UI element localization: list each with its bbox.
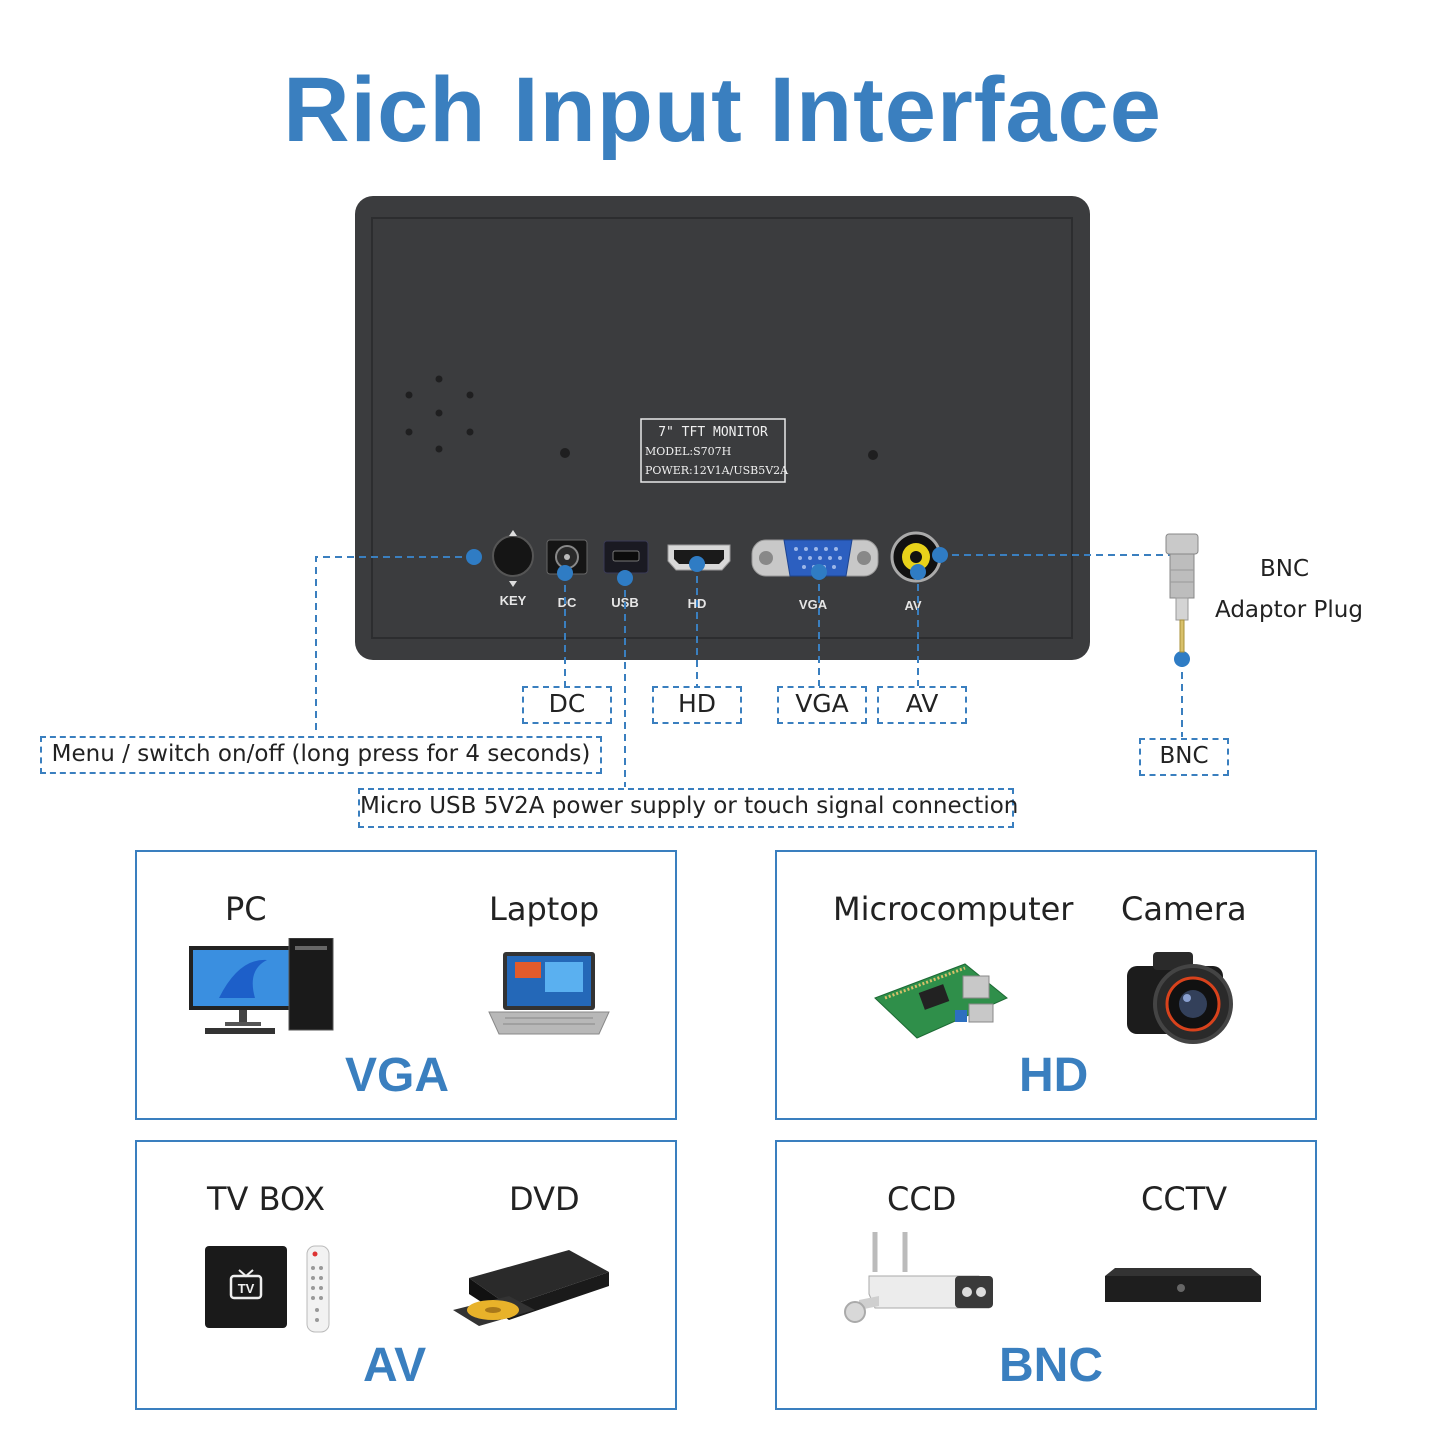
model-label-line2: MODEL:S707H xyxy=(645,445,731,458)
panel-bnc: CCD CCTV BNC xyxy=(775,1140,1317,1410)
svg-text:TV: TV xyxy=(238,1281,255,1296)
ccd-camera-icon xyxy=(844,1232,993,1323)
key-button xyxy=(492,530,534,587)
device-name-pc: PC xyxy=(225,890,267,928)
callout-av: AV xyxy=(877,686,967,724)
callout-usb: Micro USB 5V2A power supply or touch sig… xyxy=(358,788,1018,828)
model-label-line3: POWER:12V1A/USB5V2A xyxy=(645,464,789,477)
vga-port xyxy=(751,539,879,577)
device-name-cctv: CCTV xyxy=(1141,1180,1228,1218)
port-label-vga: VGA xyxy=(799,597,828,612)
laptop-icon xyxy=(488,952,610,1035)
screw-hole-left xyxy=(560,448,570,458)
panel-hd: Microcomputer Camera HD xyxy=(775,850,1317,1120)
screw-hole-right xyxy=(868,450,878,460)
dvd-icon xyxy=(453,1250,609,1326)
interface-label-av: AV xyxy=(363,1339,427,1392)
panel-vga: PC Laptop VGA xyxy=(135,850,677,1120)
callout-hd: HD xyxy=(652,686,742,724)
tv-box-icon: TV xyxy=(205,1245,330,1333)
callout-vga: VGA xyxy=(777,686,867,724)
bnc-adaptor-label-line1: BNC xyxy=(1260,556,1310,582)
bnc-adaptor-plug xyxy=(1165,533,1199,653)
usb-port xyxy=(603,540,649,574)
bnc-adaptor-label-line2: Adaptor Plug xyxy=(1215,597,1363,623)
interface-label-bnc: BNC xyxy=(999,1339,1103,1392)
device-name-laptop: Laptop xyxy=(489,890,600,928)
microcomputer-icon xyxy=(874,963,1008,1039)
callout-dc: DC xyxy=(522,686,612,724)
model-label-line1: 7" TFT MONITOR xyxy=(658,425,768,440)
interface-label-hd: HD xyxy=(1019,1049,1089,1102)
page-title: Rich Input Interface xyxy=(283,59,1162,161)
leader-lines xyxy=(315,554,1183,787)
device-name-microcomputer: Microcomputer xyxy=(833,890,1074,928)
callout-bnc: BNC xyxy=(1139,738,1229,776)
device-name-tv-box: TV BOX xyxy=(207,1180,326,1218)
model-label xyxy=(640,418,786,483)
device-name-dvd: DVD xyxy=(509,1180,580,1218)
port-label-av: AV xyxy=(904,598,921,613)
panel-av: TV BOX DVD TV AV xyxy=(135,1140,677,1410)
speaker-grille xyxy=(405,375,474,453)
device-name-ccd: CCD xyxy=(887,1180,957,1218)
port-label-key: KEY xyxy=(500,593,527,608)
pc-icon xyxy=(189,938,334,1034)
dc-port xyxy=(546,539,588,575)
callout-menu: Menu / switch on/off (long press for 4 s… xyxy=(40,736,602,774)
camera-icon xyxy=(1127,952,1233,1044)
port-label-dc: DC xyxy=(558,595,577,610)
interface-label-vga: VGA xyxy=(345,1049,450,1102)
device-name-camera: Camera xyxy=(1121,890,1247,928)
cctv-recorder-icon xyxy=(1105,1268,1261,1302)
